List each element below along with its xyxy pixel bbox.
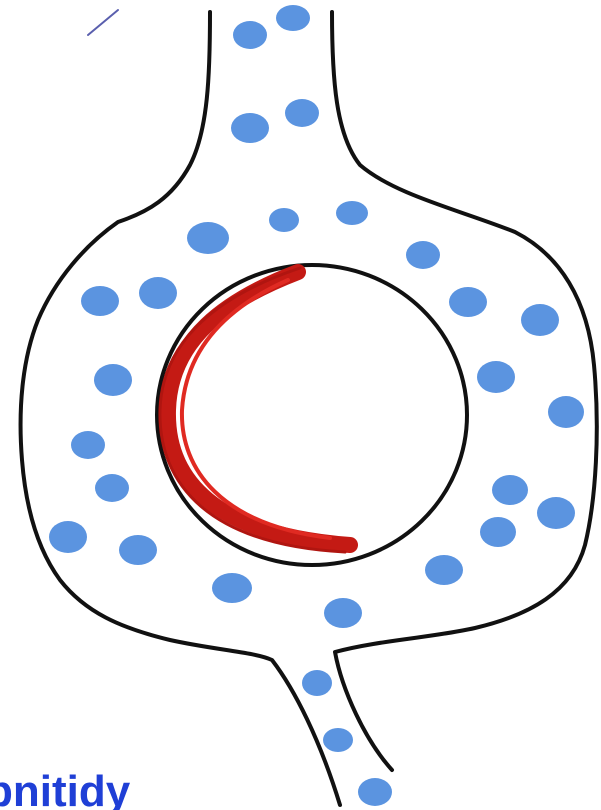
- granule-dot-icon: [231, 113, 269, 143]
- granule-dot-icon: [324, 598, 362, 628]
- granule-dot-icon: [323, 728, 353, 752]
- nucleus-icon: [157, 265, 467, 565]
- granule-dot-icon: [269, 208, 299, 232]
- diagram-label: pnitidy: [0, 767, 131, 810]
- granule-dot-icon: [71, 431, 105, 459]
- granule-dot-icon: [425, 555, 463, 585]
- granule-dot-icon: [94, 364, 132, 396]
- granule-dot-icon: [521, 304, 559, 336]
- granule-dot-icon: [119, 535, 157, 565]
- granule-dot-icon: [336, 201, 368, 225]
- granule-dot-icon: [276, 5, 310, 31]
- granule-dot-icon: [81, 286, 119, 316]
- granule-dot-icon: [548, 396, 584, 428]
- granule-dot-icon: [285, 99, 319, 127]
- granule-dot-icon: [358, 778, 392, 806]
- granule-dot-icon: [302, 670, 332, 696]
- granule-dot-icon: [212, 573, 252, 603]
- granule-dot-icon: [449, 287, 487, 317]
- granule-dot-icon: [406, 241, 440, 269]
- stray-pen-line: [88, 10, 118, 35]
- granule-dot-icon: [187, 222, 229, 254]
- granule-dot-icon: [233, 21, 267, 49]
- granule-dot-icon: [480, 517, 516, 547]
- granule-dot-icon: [492, 475, 528, 505]
- granule-dot-icon: [537, 497, 575, 529]
- granule-dot-icon: [49, 521, 87, 553]
- granule-dot-icon: [477, 361, 515, 393]
- granule-dot-icon: [139, 277, 177, 309]
- granule-dot-icon: [95, 474, 129, 502]
